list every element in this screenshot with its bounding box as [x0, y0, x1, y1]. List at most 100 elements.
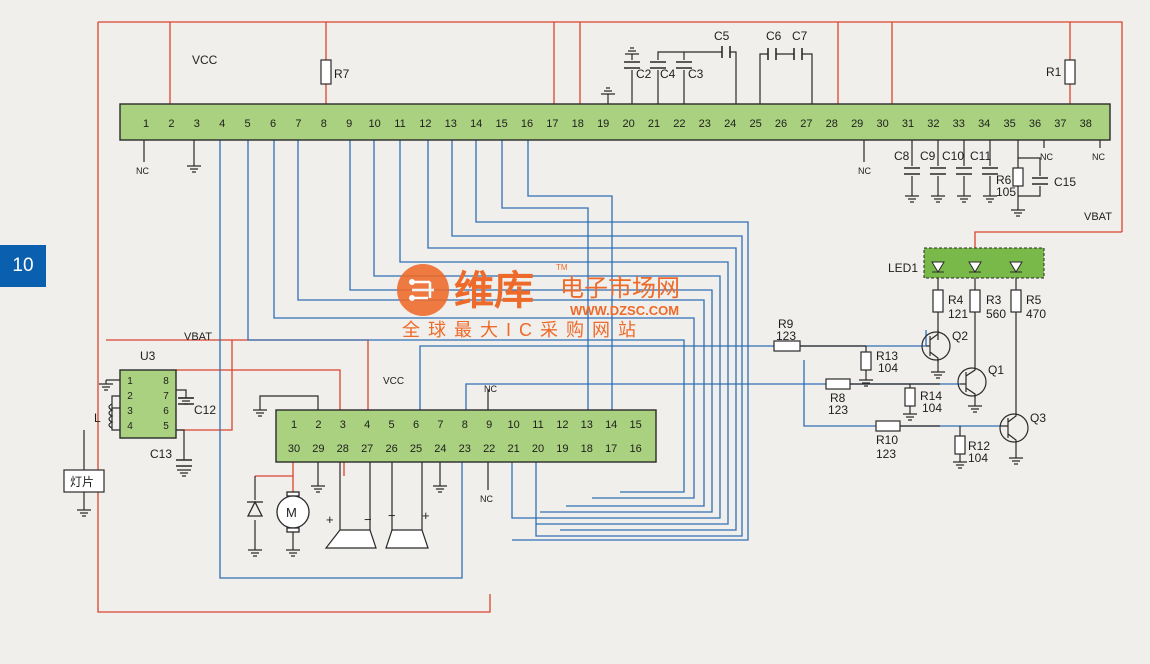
- label-c8: C8: [894, 149, 910, 163]
- resistor-shapes: [320, 59, 1076, 455]
- main-ic-pin-26: 26: [775, 118, 787, 130]
- main-ic-pin-9: 9: [346, 118, 352, 130]
- label-c6: C6: [766, 29, 782, 43]
- main-ic-pin-29: 29: [851, 118, 863, 130]
- label-r13: R13: [876, 349, 898, 363]
- label-r6: R6: [996, 173, 1012, 187]
- label-r9-value: 123: [776, 329, 796, 343]
- label-r6-value: 105: [996, 185, 1016, 199]
- main-ic-pin-34: 34: [978, 118, 990, 130]
- u2-pin-12: 12: [556, 419, 568, 431]
- main-ic-pin-19: 19: [597, 118, 609, 130]
- u2-pin-15: 15: [629, 419, 641, 431]
- main-ic-pin-5: 5: [245, 118, 251, 130]
- u2-pin-8: 8: [462, 419, 468, 431]
- main-ic-pin-8: 8: [321, 118, 327, 130]
- ground-icon: [177, 469, 191, 477]
- u2-pin-2: 2: [315, 419, 321, 431]
- label-nc-u2-bottom: NC: [480, 494, 493, 504]
- diode-symbol: [246, 500, 264, 517]
- resistor-r13: [860, 351, 872, 371]
- main-ic-pin-4: 4: [219, 118, 225, 130]
- transistor-q1: [957, 367, 987, 398]
- resistor-r14: [904, 387, 916, 407]
- label-lamp: 灯片: [70, 475, 94, 489]
- ground-icon: [625, 47, 639, 55]
- ground-icon: [957, 195, 971, 203]
- label-c9: C9: [920, 149, 936, 163]
- ground-icon: [931, 195, 945, 203]
- label-c13: C13: [150, 447, 172, 461]
- label-r13-value: 104: [878, 361, 898, 375]
- resistor-r5: [1010, 289, 1022, 313]
- main-ic-pin-27: 27: [800, 118, 812, 130]
- label-speaker2-minus: −: [388, 508, 396, 523]
- u2-pin-17: 17: [605, 443, 617, 455]
- watermark-url: WWW.DZSC.COM: [570, 303, 679, 318]
- led-diode-icons: [931, 261, 1023, 273]
- resistor-r6: [1012, 167, 1024, 187]
- main-ic-pin-32: 32: [927, 118, 939, 130]
- u2-pin-13: 13: [581, 419, 593, 431]
- main-ic-38pin: [119, 103, 1111, 141]
- ground-symbols: [77, 47, 1025, 557]
- ground-icon: [99, 383, 113, 391]
- ground-icon: [1009, 457, 1023, 465]
- label-u3: U3: [140, 349, 156, 363]
- u2-pin-19: 19: [556, 443, 568, 455]
- u2-pin-21: 21: [507, 443, 519, 455]
- u3-pin-2: 2: [127, 391, 133, 402]
- u2-pin-29: 29: [312, 443, 324, 455]
- u2-pin-10: 10: [507, 419, 519, 431]
- label-vbat-right: VBAT: [1084, 211, 1112, 223]
- main-ic-pin-15: 15: [495, 118, 507, 130]
- main-ic-pin-2: 2: [168, 118, 174, 130]
- ground-icon: [77, 509, 91, 517]
- label-c2: C2: [636, 67, 652, 81]
- ground-icon: [983, 195, 997, 203]
- main-ic-pin-20: 20: [622, 118, 634, 130]
- main-ic-pin-31: 31: [902, 118, 914, 130]
- ground-icon: [433, 485, 447, 493]
- label-c5: C5: [714, 29, 730, 43]
- label-speaker1-plus: +: [326, 512, 334, 527]
- speaker-icons: [324, 529, 429, 549]
- label-vbat-left: VBAT: [184, 331, 212, 343]
- main-ic-pin-6: 6: [270, 118, 276, 130]
- label-r14: R14: [920, 389, 942, 403]
- main-ic-pin-36: 36: [1029, 118, 1041, 130]
- label-motor: M: [286, 505, 297, 520]
- label-c15: C15: [1054, 175, 1076, 189]
- u2-pin-18: 18: [581, 443, 593, 455]
- label-nc-u2-top: NC: [484, 384, 497, 394]
- label-r12: R12: [968, 439, 990, 453]
- label-q3: Q3: [1030, 411, 1046, 425]
- label-r5-value: 470: [1026, 307, 1046, 321]
- ground-icon: [905, 195, 919, 203]
- black-wires: [83, 51, 1101, 550]
- label-inductor: L: [94, 411, 101, 425]
- label-r10-value: 123: [876, 447, 896, 461]
- transistor-q2: [921, 330, 951, 362]
- main-ic-pin-14: 14: [470, 118, 482, 130]
- label-r5: R5: [1026, 293, 1042, 307]
- label-nc-29: NC: [858, 166, 871, 176]
- ground-icon: [601, 87, 615, 95]
- schematic-labels: VCC VCC VBAT VBAT NC NC NC NC NC NC U3 L…: [70, 29, 1112, 527]
- page-number-tab: 10: [0, 245, 46, 287]
- main-ic-pin-33: 33: [953, 118, 965, 130]
- label-nc-38: NC: [1092, 152, 1105, 162]
- label-nc-36: NC: [1040, 152, 1053, 162]
- label-led1: LED1: [888, 261, 918, 275]
- watermark-slogan: 全球最大IC采购网站: [402, 320, 644, 340]
- label-r3: R3: [986, 293, 1002, 307]
- ground-icon: [1011, 209, 1025, 217]
- label-r8-value: 123: [828, 403, 848, 417]
- label-c10: C10: [942, 149, 964, 163]
- main-ic-pin-23: 23: [699, 118, 711, 130]
- u3-pin-6: 6: [163, 406, 169, 417]
- label-r4: R4: [948, 293, 964, 307]
- main-ic-pin-25: 25: [749, 118, 761, 130]
